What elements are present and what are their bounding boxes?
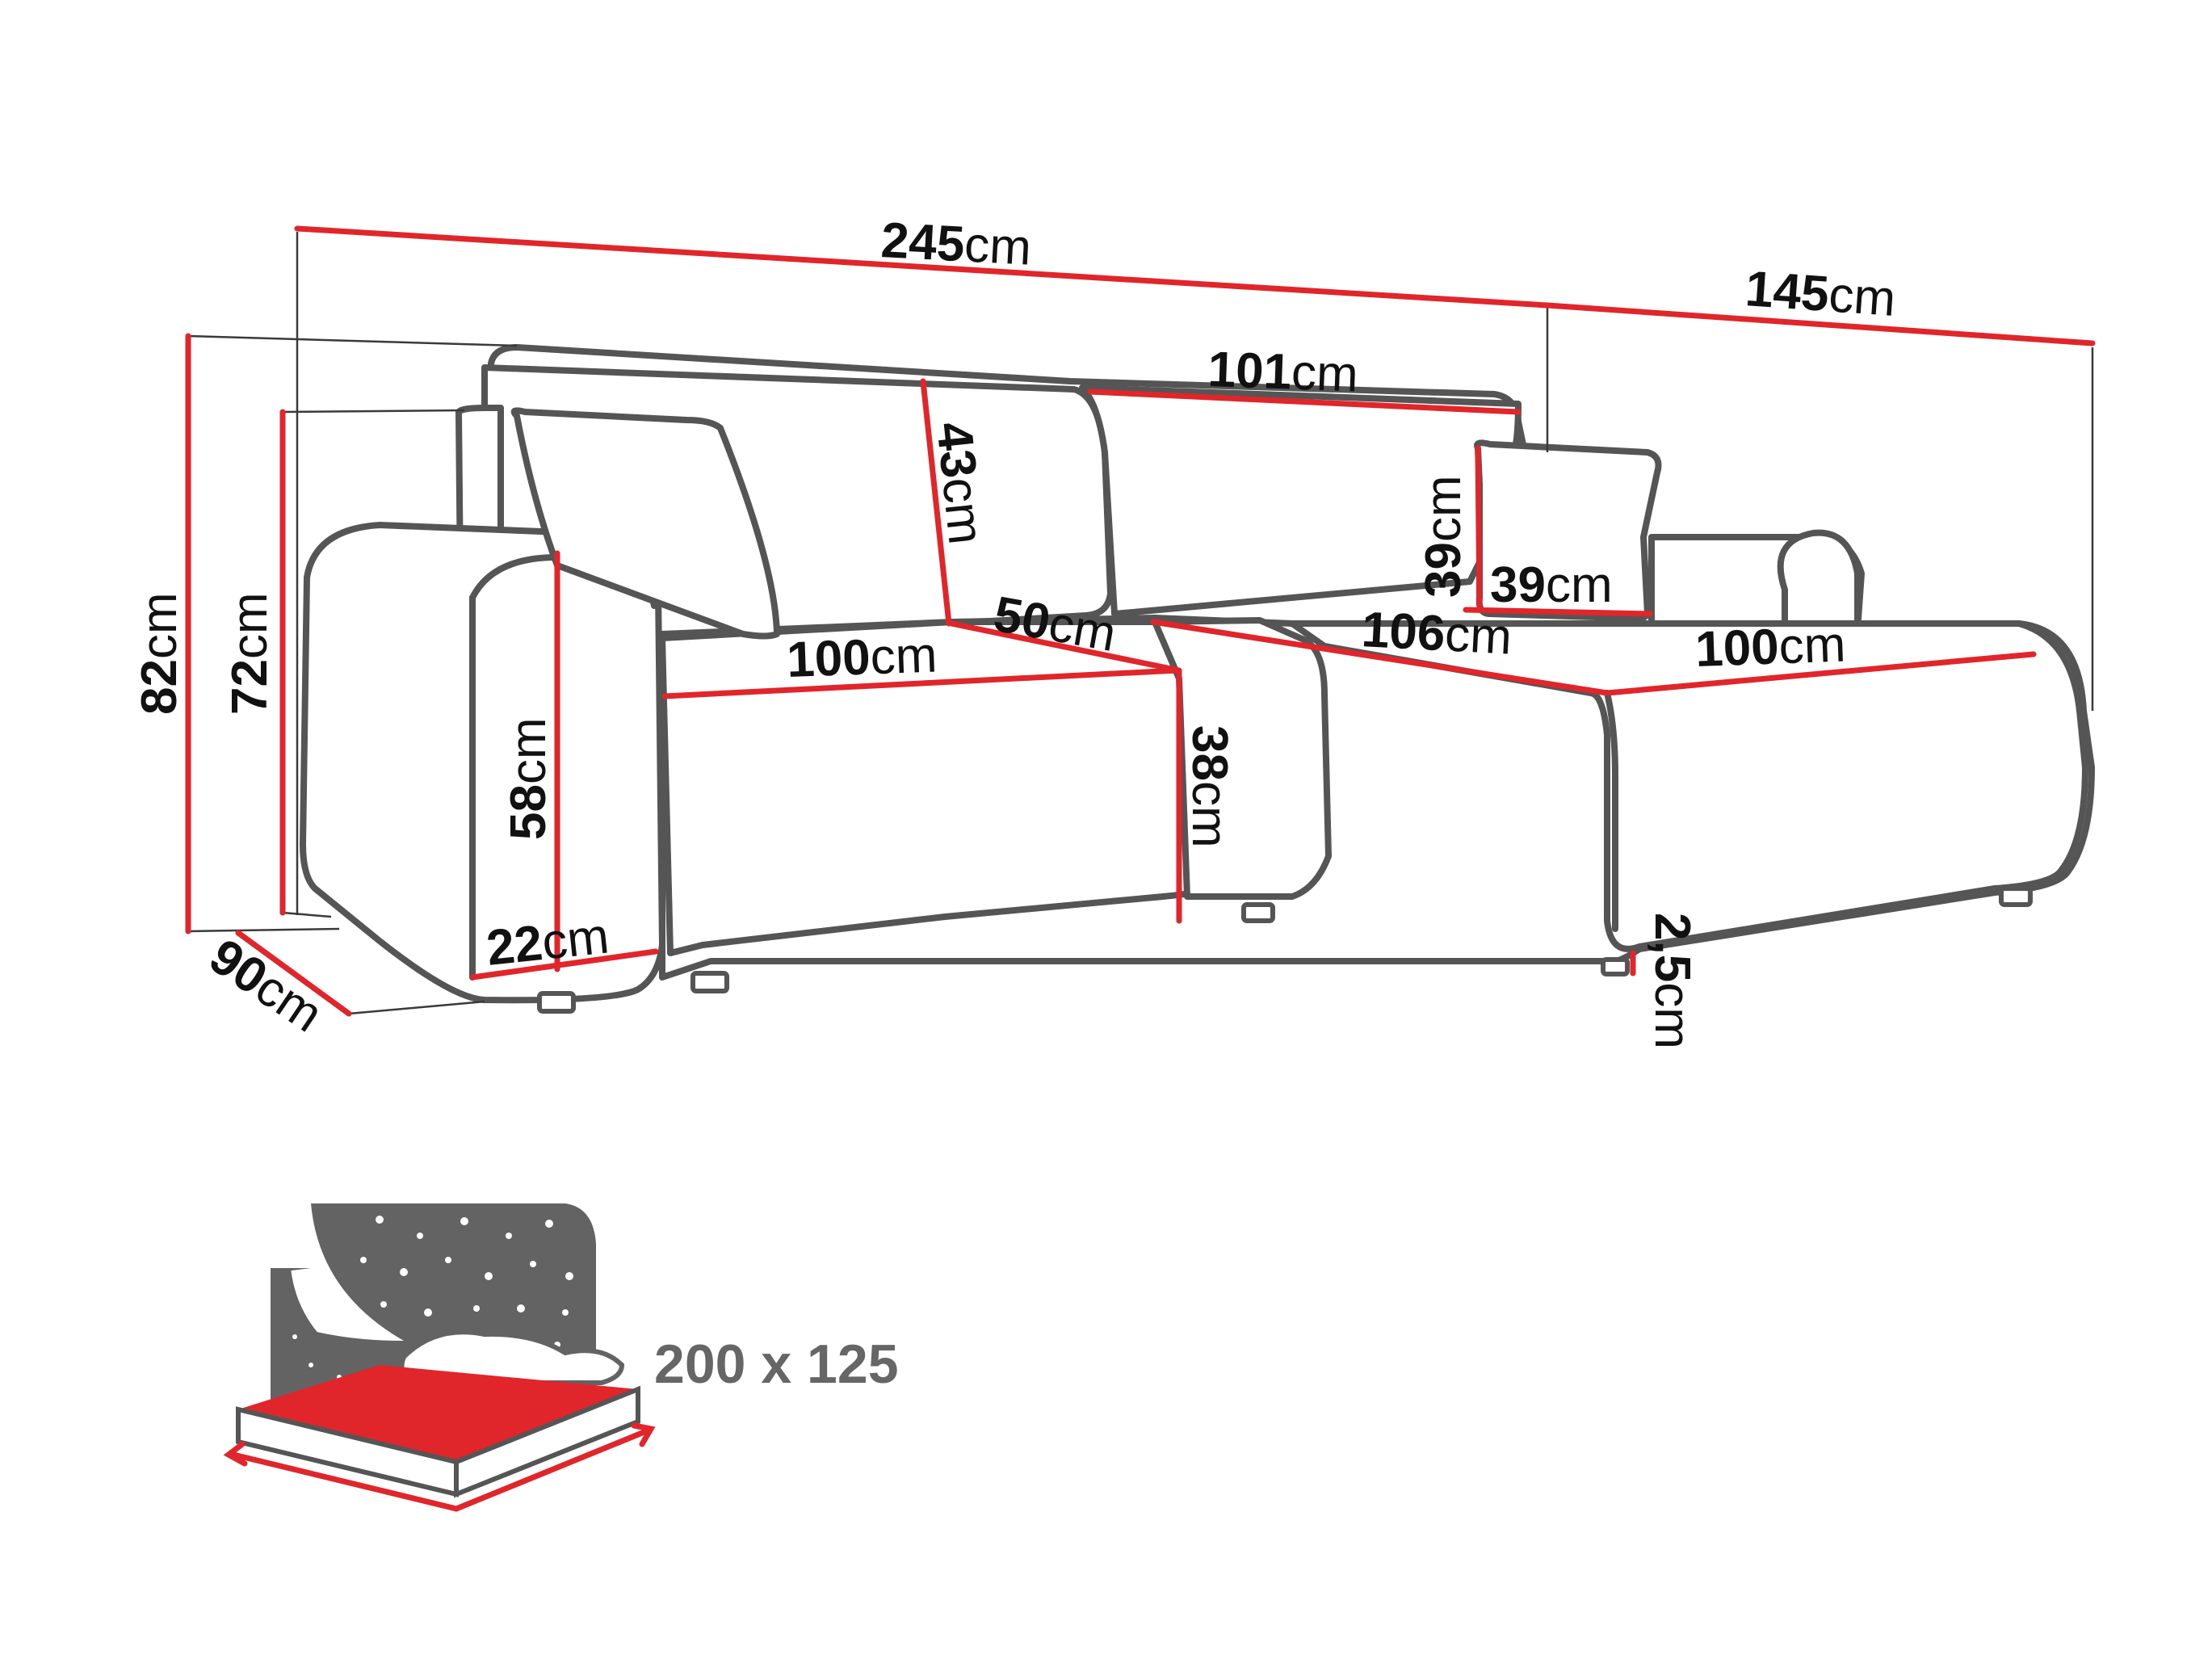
chaise-arm-roll [1777, 529, 1861, 633]
dim-line-245 [294, 225, 1551, 309]
left-armrest [300, 522, 665, 1004]
left-sheet-strip [271, 1268, 380, 1405]
dim-line-22 [469, 948, 659, 981]
label-22: 22cm [484, 908, 611, 976]
label-100-right: 100cm [1694, 617, 1846, 678]
extension-lines [187, 232, 2094, 1015]
label-38: 38cm [1182, 725, 1237, 848]
dim-line-101 [1087, 388, 1522, 415]
label-58: 58cm [501, 717, 556, 840]
dimension-labels: 245cm 145cm 101cm 82cm 72cm 43cm 39cm 39… [132, 212, 1897, 1049]
sheet-curve [279, 1203, 404, 1341]
dim-line-145 [1544, 302, 2096, 346]
mattress-side-right [454, 1385, 640, 1498]
label-50: 50cm [990, 586, 1120, 662]
chaise-cushion [1289, 620, 2088, 952]
dim-line-43 [920, 378, 952, 627]
dimension-lines [185, 225, 2096, 1017]
bed-night-stars-icon [223, 1203, 656, 1512]
back-cushion-middle [1079, 384, 1522, 617]
label-101: 101cm [1207, 342, 1359, 402]
label-39-vertical: 39cm [1416, 475, 1471, 598]
label-82: 82cm [132, 592, 187, 715]
chaise-cushion-edge [1604, 690, 1618, 932]
left-pillow [510, 407, 780, 640]
label-100-left: 100cm [786, 628, 938, 688]
dim-line-100-left [661, 667, 1181, 699]
sofa-leg [1999, 886, 2033, 907]
label-39-horizontal: 39cm [1490, 557, 1613, 613]
sofa-leg [1241, 902, 1275, 923]
label-245: 245cm [879, 212, 1032, 276]
seat-cushion-corner [1152, 617, 1332, 900]
mattress-top [238, 1365, 638, 1462]
label-90: 90cm [199, 928, 332, 1043]
sleeping-area-label: 200 x 125 [654, 1334, 899, 1395]
dim-line-106 [1150, 619, 1610, 696]
label-72: 72cm [222, 592, 278, 715]
sofa-leg [537, 991, 576, 1014]
dim-line-100-right [1604, 651, 2037, 696]
label-43: 43cm [926, 419, 993, 547]
dim-line-39-vertical [1475, 445, 1483, 613]
sofa-outline [300, 344, 2095, 1014]
dim-line-50 [948, 620, 1182, 674]
dim-line-90 [235, 930, 352, 1017]
sofa-leg [690, 971, 729, 993]
label-106: 106cm [1360, 602, 1513, 666]
label-2.5: 2,5cm [1644, 913, 1700, 1049]
sofa-leg [1601, 957, 1630, 976]
label-145: 145cm [1744, 261, 1897, 327]
dim-line-39-horizontal [1463, 607, 1653, 617]
